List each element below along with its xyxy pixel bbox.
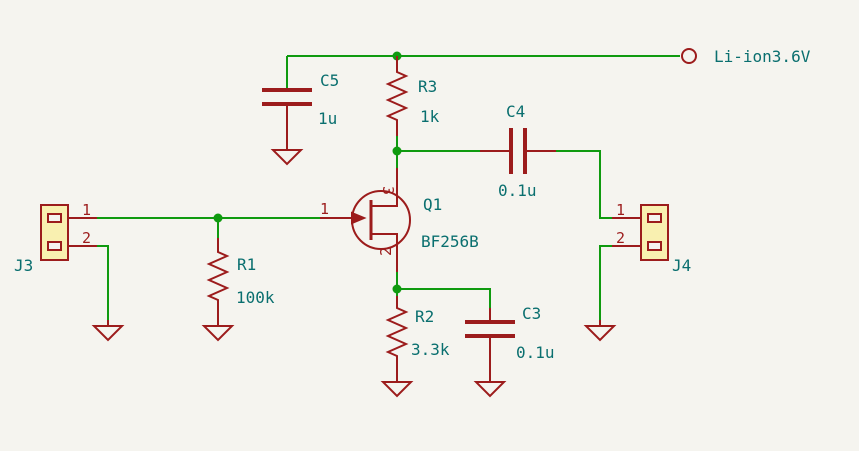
q1-pin-gate: 1: [320, 200, 329, 218]
j4-pin2-label: 2: [616, 229, 625, 247]
c5-reference: C5: [320, 71, 339, 90]
q1-pin-drain: 3: [379, 186, 397, 195]
c4-reference: C4: [506, 102, 525, 121]
power-net-label: Li-ion3.6V: [714, 47, 811, 66]
r1-value: 100k: [236, 288, 275, 307]
ground-symbol: [473, 381, 507, 398]
junction-dot: [213, 213, 223, 223]
junction-dot: [392, 146, 402, 156]
components: [40, 48, 697, 398]
j4-pin1-label: 1: [616, 201, 625, 219]
power-flag-circle: [681, 48, 697, 64]
j4-reference: J4: [672, 256, 691, 275]
c3-reference: C3: [522, 304, 541, 323]
capacitor-c5: [262, 88, 312, 150]
connector-j4: [612, 204, 669, 261]
ground-symbol: [583, 320, 617, 342]
c3-value: 0.1u: [516, 343, 555, 362]
ground-symbol: [91, 320, 125, 342]
r3-value: 1k: [420, 107, 440, 126]
r2-reference: R2: [415, 307, 434, 326]
capacitor-c3: [465, 308, 515, 382]
c4-value: 0.1u: [498, 181, 537, 200]
q1-reference: Q1: [423, 195, 442, 214]
wire-c4-to-j4: [556, 150, 612, 219]
ground-symbol: [270, 149, 304, 166]
junction-dot: [392, 284, 402, 294]
capacitor-c4: [480, 128, 556, 174]
connector-j3: [40, 204, 97, 261]
resistor-r2: [385, 296, 409, 382]
j3-reference: J3: [14, 256, 33, 275]
j3-pin1-label: 1: [82, 201, 91, 219]
wire-source-to-c3: [396, 272, 491, 308]
q1-pin-source: 2: [377, 247, 395, 256]
wire-j3-pin2-ground: [97, 245, 109, 320]
ground-symbol: [380, 381, 414, 398]
r1-reference: R1: [237, 255, 256, 274]
jfet-q1: [320, 168, 411, 272]
wire-j4-pin2-ground: [599, 245, 612, 320]
r3-reference: R3: [418, 77, 437, 96]
resistor-r1: [206, 238, 230, 326]
j3-pin2-label: 2: [82, 229, 91, 247]
wires: [97, 55, 680, 320]
resistor-r3: [385, 56, 409, 136]
c5-value: 1u: [318, 109, 337, 128]
q1-value: BF256B: [421, 232, 479, 251]
ground-symbol: [201, 325, 235, 342]
r2-value: 3.3k: [411, 340, 450, 359]
